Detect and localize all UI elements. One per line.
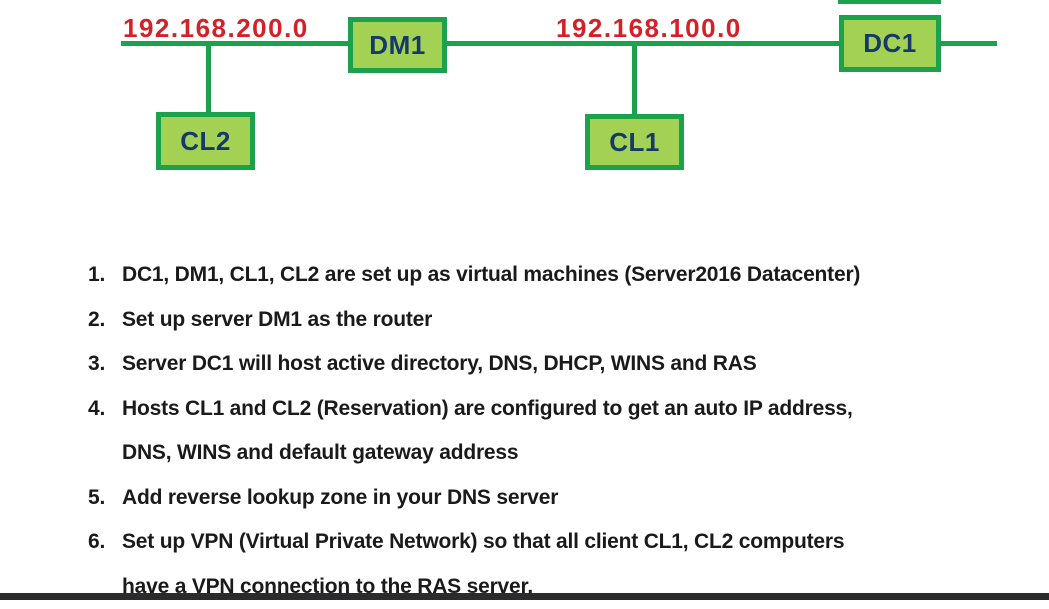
item-text: DC1, DM1, CL1, CL2 are set up as virtual… xyxy=(122,263,861,286)
bottom-window-edge-bar xyxy=(0,593,1049,600)
item-number: 3. xyxy=(88,352,106,375)
top-edge-line xyxy=(838,0,941,4)
item-text: Server DC1 will host active directory, D… xyxy=(122,352,757,375)
node-cl2-label: CL2 xyxy=(180,125,231,156)
node-dm1-label: DM1 xyxy=(369,29,426,60)
node-cl1: CL1 xyxy=(585,114,684,170)
item-text: Set up VPN (Virtual Private Network) so … xyxy=(122,530,845,598)
branch-line-cl2 xyxy=(206,44,211,113)
network-bus-line xyxy=(121,41,997,46)
list-item: 4. Hosts CL1 and CL2 (Reservation) are c… xyxy=(88,387,1036,476)
item-number: 6. xyxy=(88,530,106,553)
list-item: 1. DC1, DM1, CL1, CL2 are set up as virt… xyxy=(88,253,1036,298)
item-text: Add reverse lookup zone in your DNS serv… xyxy=(122,485,559,509)
list-item: 5. Add reverse lookup zone in your DNS s… xyxy=(88,476,1036,521)
item-number: 2. xyxy=(88,307,106,331)
subnet-label-192-168-200-0: 192.168.200.0 xyxy=(123,13,309,43)
node-cl2: CL2 xyxy=(156,112,255,170)
list-item: 6. Set up VPN (Virtual Private Network) … xyxy=(88,520,1036,609)
item-number: 4. xyxy=(88,396,106,420)
item-number: 5. xyxy=(88,485,106,509)
list-item: 2. Set up server DM1 as the router xyxy=(88,298,1036,343)
node-dm1: DM1 xyxy=(348,17,447,73)
branch-line-cl1 xyxy=(632,44,637,115)
node-dc1-label: DC1 xyxy=(863,28,917,58)
item-text: Set up server DM1 as the router xyxy=(122,307,433,331)
instructions-list: 1. DC1, DM1, CL1, CL2 are set up as virt… xyxy=(88,253,1036,609)
node-dc1: DC1 xyxy=(839,15,941,72)
item-number: 1. xyxy=(88,263,106,286)
node-cl1-label: CL1 xyxy=(609,126,660,157)
subnet-label-192-168-100-0: 192.168.100.0 xyxy=(556,13,742,43)
item-text: Hosts CL1 and CL2 (Reservation) are conf… xyxy=(122,396,853,465)
list-item: 3. Server DC1 will host active directory… xyxy=(88,342,1036,387)
